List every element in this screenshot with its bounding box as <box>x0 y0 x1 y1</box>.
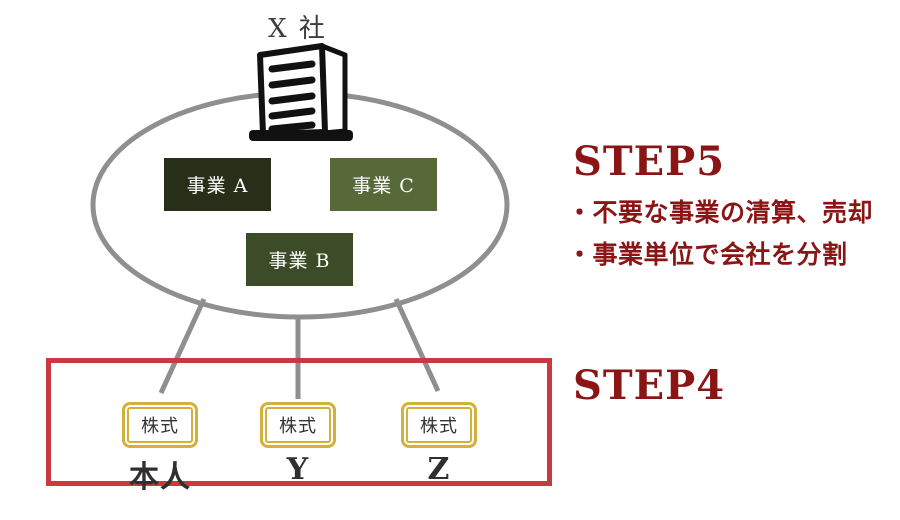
stock-certificate-icon: 株式 <box>122 402 198 448</box>
connector-line-right <box>393 297 441 393</box>
shareholder-group-z: 株式 Z <box>389 402 489 487</box>
stock-badge-label: 株式 <box>406 407 472 443</box>
business-box-b-label: 事業 B <box>268 250 331 272</box>
business-box-a: 事業 A <box>164 158 271 211</box>
stock-badge-label: 株式 <box>265 407 331 443</box>
step5-bullet-2: ・事業単位で会社を分割 <box>567 240 848 269</box>
shareholder-group-honnin: 株式 本人 <box>110 402 210 496</box>
connector-line-left <box>158 297 207 395</box>
stock-certificate-icon: 株式 <box>260 402 336 448</box>
step5-bullet-1: ・不要な事業の清算、売却 <box>567 198 874 227</box>
building-base <box>249 130 353 141</box>
business-box-c: 事業 C <box>330 158 437 211</box>
stock-certificate-icon: 株式 <box>401 402 477 448</box>
building-windows <box>268 60 316 133</box>
stock-badge-label: 株式 <box>127 407 193 443</box>
step5-title: STEP5 <box>573 138 726 185</box>
building-icon <box>249 43 353 141</box>
step5-bullet-list: ・不要な事業の清算、売却 ・事業単位で会社を分割 <box>567 192 873 276</box>
business-box-a-label: 事業 A <box>186 175 249 197</box>
business-box-b: 事業 B <box>246 233 353 286</box>
shareholder-name: Y <box>286 452 310 487</box>
business-box-c-label: 事業 C <box>352 175 415 197</box>
step4-title: STEP4 <box>573 362 726 409</box>
shareholder-name: Z <box>427 452 451 487</box>
ownership-frame <box>46 358 552 486</box>
shareholder-name: 本人 <box>129 460 191 495</box>
company-label: X 社 <box>268 14 327 44</box>
shareholder-group-y: 株式 Y <box>248 402 348 487</box>
